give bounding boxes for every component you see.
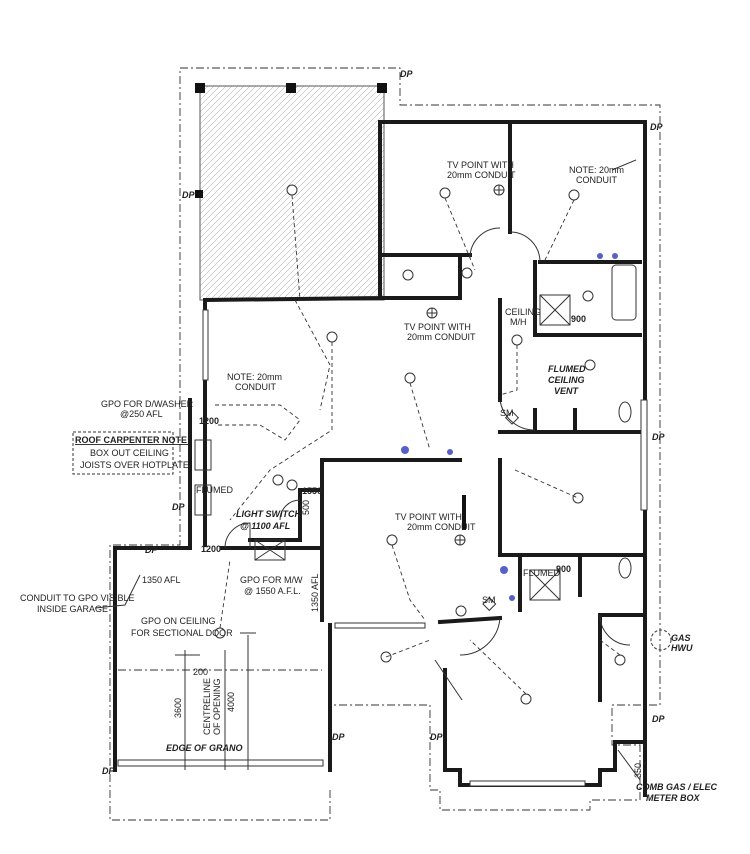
- roof-note-box: [72, 431, 174, 475]
- dimension: 200: [193, 667, 208, 677]
- conduit-note: CONDUIT: [576, 175, 617, 185]
- dimension: 4000: [226, 692, 236, 712]
- dimension: 1200: [201, 544, 221, 554]
- gpo-ceiling-note: FOR SECTIONAL DOOR: [131, 628, 233, 638]
- svg-text:DP: DP: [430, 732, 443, 742]
- svg-text:DP: DP: [145, 545, 158, 555]
- shower-icon: [539, 294, 571, 326]
- svg-text:DP: DP: [650, 122, 663, 132]
- smoke-detector-icon: [504, 410, 520, 425]
- roof-note-title: ROOF CARPENTER NOTE:: [75, 435, 190, 445]
- sink-icon: [194, 439, 212, 471]
- walls: [113, 120, 647, 797]
- flumed-vent-note: VENT: [554, 386, 580, 396]
- gas-hwu-label: GAS: [671, 633, 691, 643]
- gpo-dwasher-note: @250 AFL: [120, 409, 163, 419]
- gpo-marks: [401, 253, 618, 601]
- conduit-garage-note: INSIDE GARAGE: [37, 604, 108, 614]
- windows: [117, 309, 648, 787]
- flumed-vent-note: FLUMED: [548, 364, 586, 374]
- dimension: 1200: [199, 416, 219, 426]
- roof-note-text: BOX OUT CEILING: [90, 448, 169, 458]
- dimension: 1350 AFL: [142, 575, 181, 585]
- svg-text:DP: DP: [332, 732, 345, 742]
- garage-dimensions: [118, 632, 322, 770]
- light-switch-note: LIGHT SWITCH: [236, 509, 301, 519]
- smoke-detector-icon: [482, 596, 497, 612]
- flumed-note: FLUMED: [523, 568, 561, 578]
- conduit-note: CONDUIT: [235, 382, 276, 392]
- smoke-detector-label: SM: [500, 408, 514, 418]
- dimension: 1350 AFL: [310, 573, 320, 612]
- svg-text:DP: DP: [172, 502, 185, 512]
- dimension: 3600: [173, 698, 183, 718]
- dimension: 900: [556, 564, 571, 574]
- dimension: 900: [571, 314, 586, 324]
- gas-hwu-icon: [650, 629, 672, 651]
- ceiling-lights: [214, 187, 626, 705]
- svg-text:DP: DP: [400, 69, 413, 79]
- gpo-mw-note: GPO FOR M/W: [240, 575, 303, 585]
- meter-box-note: METER BOX: [646, 793, 701, 803]
- gpo-ceiling-note: GPO ON CEILING: [141, 616, 216, 626]
- dp-labels: DP DP DP DP DP DP DP DP DP DP: [102, 69, 665, 776]
- tv-point-note: 20mm CONDUIT: [447, 170, 516, 180]
- wiring: [219, 194, 621, 695]
- ceiling-manhole: CEILING: [505, 307, 541, 317]
- gpo-dwasher-note: GPO FOR D/WASHER: [101, 399, 194, 409]
- conduit-note: NOTE: 20mm: [227, 372, 282, 382]
- svg-text:DP: DP: [102, 766, 115, 776]
- tv-point-note: 20mm CONDUIT: [407, 522, 476, 532]
- tv-point-note: TV POINT WITH: [404, 322, 471, 332]
- toilet-icon: [618, 401, 632, 423]
- light-switch-note: @ 1100 AFL: [240, 521, 290, 531]
- smoke-detector-label: SM: [482, 595, 496, 605]
- doors: [224, 227, 631, 701]
- tv-point-note: TV POINT WITH: [447, 160, 514, 170]
- svg-text:DP: DP: [652, 714, 665, 724]
- tv-point-note: TV POINT WITH: [395, 512, 462, 522]
- slab-boundary: [109, 67, 661, 821]
- svg-text:DP: DP: [182, 190, 195, 200]
- meter-box-note: COMB GAS / ELEC: [636, 782, 718, 792]
- bath-icon: [611, 264, 637, 321]
- hotplate-icon: [194, 484, 212, 516]
- kitchen-bench: [215, 404, 301, 441]
- dimension: 350: [633, 763, 643, 778]
- centreline-note: OF OPENING: [212, 678, 222, 735]
- conduit-garage-note: CONDUIT TO GPO VISIBLE: [20, 593, 135, 603]
- dimension: 500: [301, 500, 311, 515]
- ceiling-light: [286, 184, 298, 196]
- conduit-note: NOTE: 20mm: [569, 165, 624, 175]
- edge-grano-note: EDGE OF GRANO: [166, 743, 243, 753]
- roof-note-text: JOISTS OVER HOTPLATE: [80, 460, 189, 470]
- ceiling-manhole: M/H: [510, 317, 527, 327]
- centreline-note: CENTRELINE: [202, 678, 212, 735]
- flumed-vent-note: CEILING: [548, 375, 585, 385]
- tv-point-icons: [426, 184, 505, 546]
- tv-point-note: 20mm CONDUIT: [407, 332, 476, 342]
- flumed-note: FLUMED: [196, 485, 234, 495]
- dimension: 1550: [302, 486, 322, 496]
- gas-hwu-label: HWU: [671, 643, 693, 653]
- gpo-mw-note: @ 1550 A.F.L.: [244, 586, 301, 596]
- svg-text:DP: DP: [652, 432, 665, 442]
- toilet-icon: [618, 557, 632, 579]
